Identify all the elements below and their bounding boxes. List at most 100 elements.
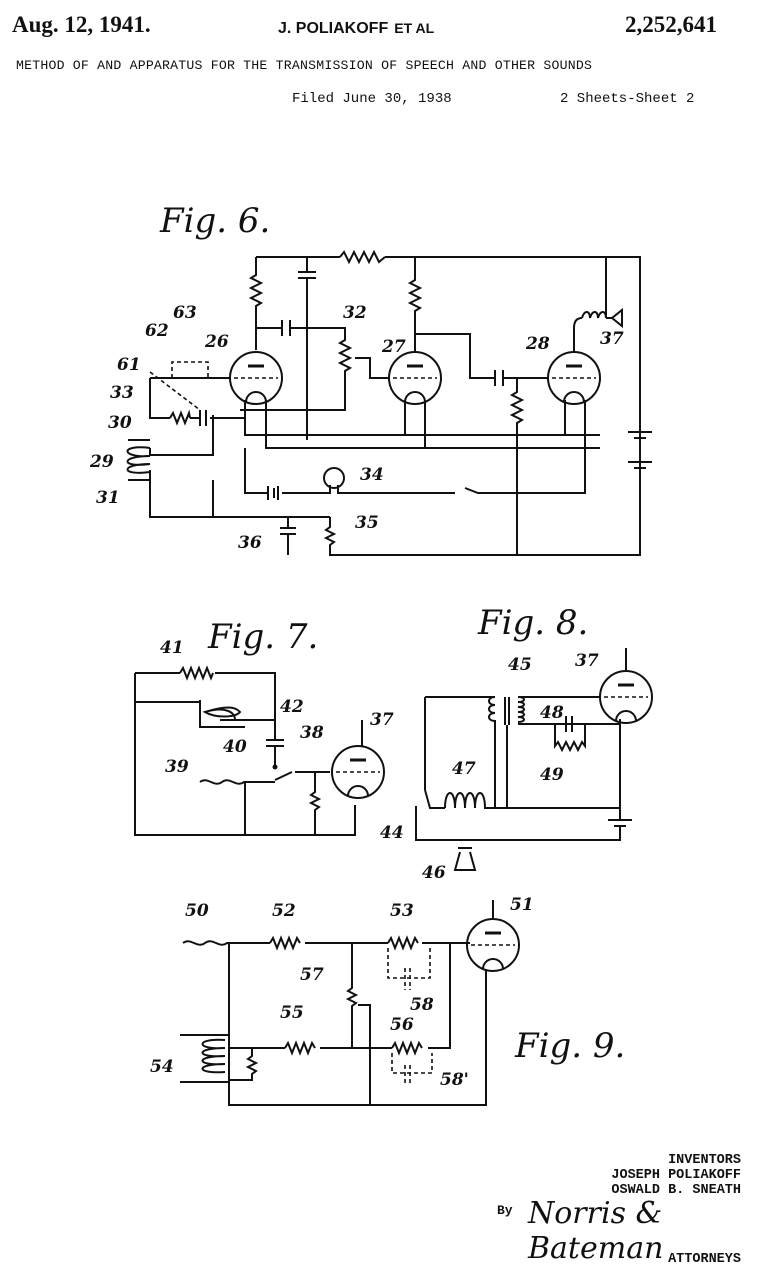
fig8-capacitor-48: [552, 716, 590, 732]
attorneys-label: ATTORNEYS: [668, 1252, 741, 1267]
ref-42: 42: [280, 697, 304, 717]
ref-63: 63: [173, 303, 197, 323]
fig6-tube-27: [387, 350, 443, 406]
fig6-speaker-37: [606, 307, 623, 329]
ref-54: 54: [150, 1057, 174, 1077]
fig6-lamp-34: [323, 467, 345, 489]
fig7-capacitor-42: [266, 720, 284, 765]
patent-number: 2,252,641: [625, 12, 717, 37]
inventor-name: J. POLIAKOFF: [278, 20, 389, 37]
et-al: ET AL: [394, 20, 435, 36]
ref-36: 36: [238, 533, 262, 553]
fig7-resistor-41: [179, 665, 214, 681]
ref-61: 61: [117, 355, 141, 375]
ref-58: 58: [410, 995, 434, 1015]
fig8-transformer-45: [488, 696, 496, 808]
ref-28: 28: [525, 334, 550, 354]
fig7-tube-37: [330, 744, 386, 800]
fig6-grid-resistor: [509, 378, 525, 555]
ref-50: 50: [185, 901, 209, 921]
ref-57: 57: [300, 965, 324, 985]
fig6-capacitor-36: [280, 517, 296, 555]
fig6-plate-resistor-27: [407, 257, 423, 352]
ref-47: 47: [452, 759, 476, 779]
fig8-resistor-49: [554, 724, 586, 753]
ref-37: 37: [600, 329, 624, 349]
ref-53: 53: [390, 901, 414, 921]
fig6-tube-28: [546, 350, 602, 406]
inventor-2: OSWALD B. SNEATH: [611, 1183, 741, 1198]
attorney-signature: Norris & Bateman: [528, 1196, 664, 1266]
ref-32: 32: [343, 303, 367, 323]
inventors-label: INVENTORS: [668, 1153, 741, 1168]
fig6-filament-rails: [244, 400, 600, 449]
ref-38: 38: [300, 723, 324, 743]
fig9-resistor-53: [387, 935, 419, 951]
ref-49: 49: [540, 765, 564, 785]
ref-56: 56: [390, 1015, 414, 1035]
fig9-input-50: [182, 940, 470, 946]
patent-date: Aug. 12, 1941.: [12, 12, 151, 37]
fig6-capacitor: [199, 410, 207, 426]
fig9-coil-54: [201, 1038, 226, 1074]
fig6-dashed-61: [149, 371, 201, 411]
inventor-1: JOSEPH POLIAKOFF: [611, 1168, 741, 1183]
ref-30: 30: [108, 413, 132, 433]
figure-8: Fig. 8. 45 37 48 49 47 44 46: [380, 603, 654, 883]
fig9-resistor-55: [284, 1040, 316, 1056]
figure-7-label: Fig. 7.: [207, 617, 318, 657]
ref-29: 29: [89, 452, 114, 472]
fig7-switch-38: [274, 771, 330, 781]
fig6-resistor-35: [323, 517, 640, 556]
ref-48: 48: [540, 703, 564, 723]
ref-31: 31: [96, 488, 120, 508]
fig8-switch-44: [424, 789, 445, 809]
ref-52: 52: [272, 901, 296, 921]
fig7-input-39: [199, 779, 275, 785]
fig6-resistor-33: [169, 409, 191, 426]
fig6-potentiometer-32: [240, 327, 353, 411]
fig6-resistor-top: [339, 249, 386, 265]
fig9-resistor-52: [269, 935, 301, 951]
patent-title: METHOD OF AND APPARATUS FOR THE TRANSMIS…: [16, 58, 593, 73]
ref-34: 34: [360, 465, 384, 485]
figure-7: Fig. 7. 41 40 42 38 39 37: [134, 617, 394, 836]
fig6-dashed-62-63: [171, 361, 209, 378]
ref-45: 45: [508, 655, 532, 675]
fig6-plate-resistor-26: [248, 257, 264, 350]
ref-41: 41: [160, 638, 184, 658]
fig6-batteries: [628, 431, 652, 469]
ref-37-fig7: 37: [370, 710, 394, 730]
ref-55: 55: [280, 1003, 304, 1023]
ref-37-fig8: 37: [575, 651, 599, 671]
fig6-battery: [267, 486, 279, 500]
fig6-coupling-capacitor: [281, 320, 291, 336]
ref-39: 39: [165, 757, 189, 777]
ref-27: 27: [381, 337, 406, 357]
fig8-tube-37: [598, 669, 654, 725]
ref-51: 51: [510, 895, 534, 915]
ref-62: 62: [145, 321, 169, 341]
fig6-bypass-capacitor: [298, 257, 316, 440]
figure-6: Fig. 6.: [89, 201, 652, 556]
ref-33: 33: [110, 383, 134, 403]
ref-58-prime: 58': [440, 1070, 469, 1090]
figure-6-label: Fig. 6.: [159, 201, 270, 241]
fig9-capacitor-58: [404, 968, 411, 990]
fig6-tube-26: [228, 350, 284, 406]
ref-40: 40: [223, 737, 247, 757]
figure-9-label: Fig. 9.: [514, 1026, 625, 1066]
fig8-coil-47: [444, 792, 620, 809]
figure-9: Fig. 9. 50 52 53 51 57 58 55 56 58' 54: [150, 895, 625, 1106]
fig6-speaker-coil: [581, 257, 607, 319]
figure-8-label: Fig. 8.: [477, 603, 588, 643]
fig6-coupling-capacitor-2: [494, 370, 504, 386]
filed-date: Filed June 30, 1938: [292, 91, 452, 107]
inventor-heading: J. POLIAKOFF ET AL: [278, 20, 434, 38]
fig6-top-rail: [256, 256, 641, 556]
ref-26: 26: [204, 332, 229, 352]
fig9-capacitor-58p: [404, 1065, 411, 1083]
ref-46: 46: [422, 863, 446, 883]
sheet-count: 2 Sheets-Sheet 2: [560, 91, 695, 107]
